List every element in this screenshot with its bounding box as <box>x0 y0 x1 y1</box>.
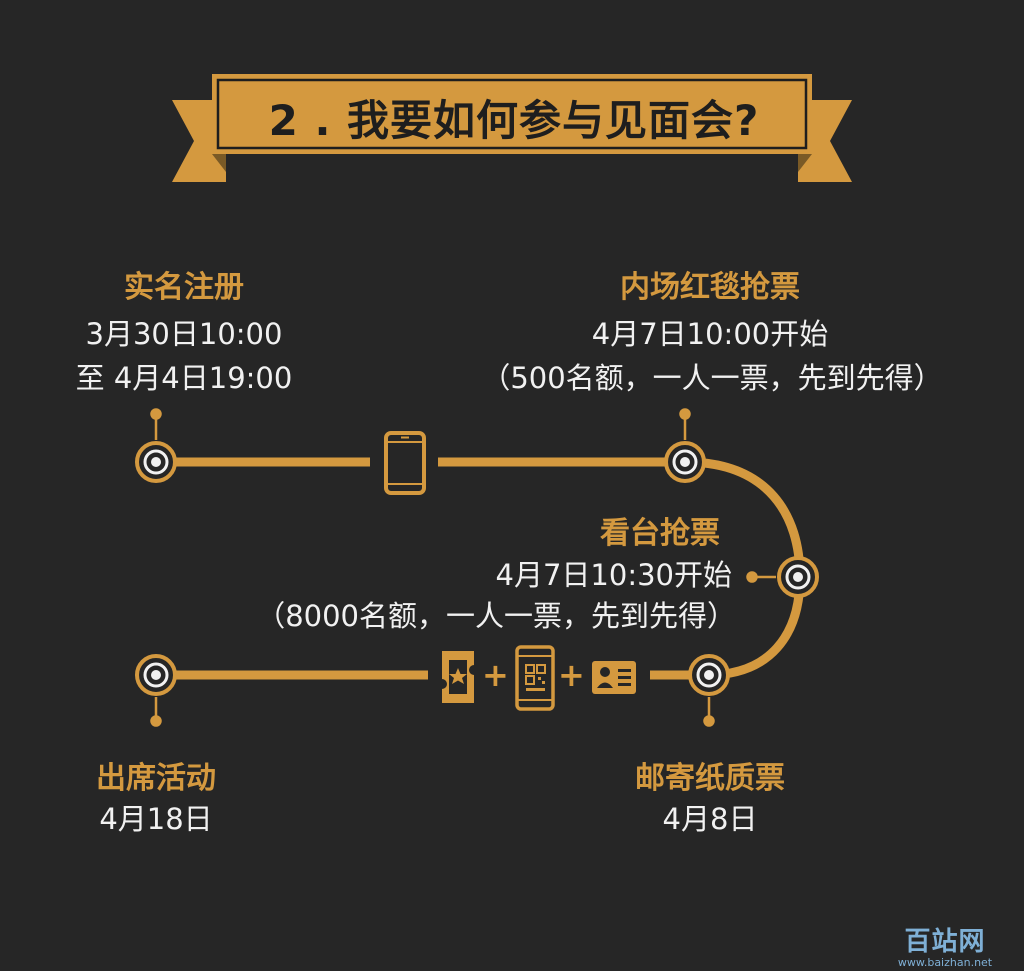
ticket-icon <box>442 651 474 703</box>
node-register <box>135 441 177 483</box>
ribbon-left-fold <box>212 154 226 172</box>
ribbon-right-fold <box>798 154 812 172</box>
step-stand-line2: （8000名额，一人一票，先到先得） <box>256 599 736 633</box>
step-attend-line1: 4月18日 <box>99 802 213 836</box>
connector-stems <box>150 408 776 727</box>
node-stand <box>777 556 819 598</box>
step-mail-line1: 4月8日 <box>662 802 758 836</box>
title-ribbon <box>172 74 852 182</box>
step-register-line2: 至 4月4日19:00 <box>75 361 293 395</box>
node-mail <box>688 654 730 696</box>
step-stand-title: 看台抢票 <box>600 516 720 551</box>
step-red-carpet-title: 内场红毯抢票 <box>620 270 800 305</box>
step-register-title: 实名注册 <box>124 270 244 305</box>
mobile-phone-icon <box>384 431 426 495</box>
watermark-logo: 百站网 <box>904 927 986 957</box>
ribbon-banner-border <box>216 78 808 150</box>
plus-sign-1: + <box>482 656 509 694</box>
qr-code-phone-icon <box>515 645 555 711</box>
step-register-line1: 3月30日10:00 <box>85 317 283 351</box>
page-title: 2 . 我要如何参与见面会? <box>268 95 760 145</box>
step-stand-line1: 4月7日10:30开始 <box>495 558 732 592</box>
node-attend <box>135 654 177 696</box>
ribbon-banner <box>212 74 812 154</box>
step-mail-title: 邮寄纸质票 <box>635 761 785 796</box>
step-red-carpet-line2: （500名额，一人一票，先到先得） <box>481 361 943 395</box>
watermark-url: www.baizhan.net <box>897 956 993 969</box>
step-attend-title: 出席活动 <box>96 761 216 796</box>
watermark: 百站网 www.baizhan.net <box>890 927 1000 969</box>
id-card-icon <box>592 661 636 694</box>
step-red-carpet-line1: 4月7日10:00开始 <box>591 317 829 351</box>
plus-sign-2: + <box>558 656 585 694</box>
node-red-carpet <box>664 441 706 483</box>
